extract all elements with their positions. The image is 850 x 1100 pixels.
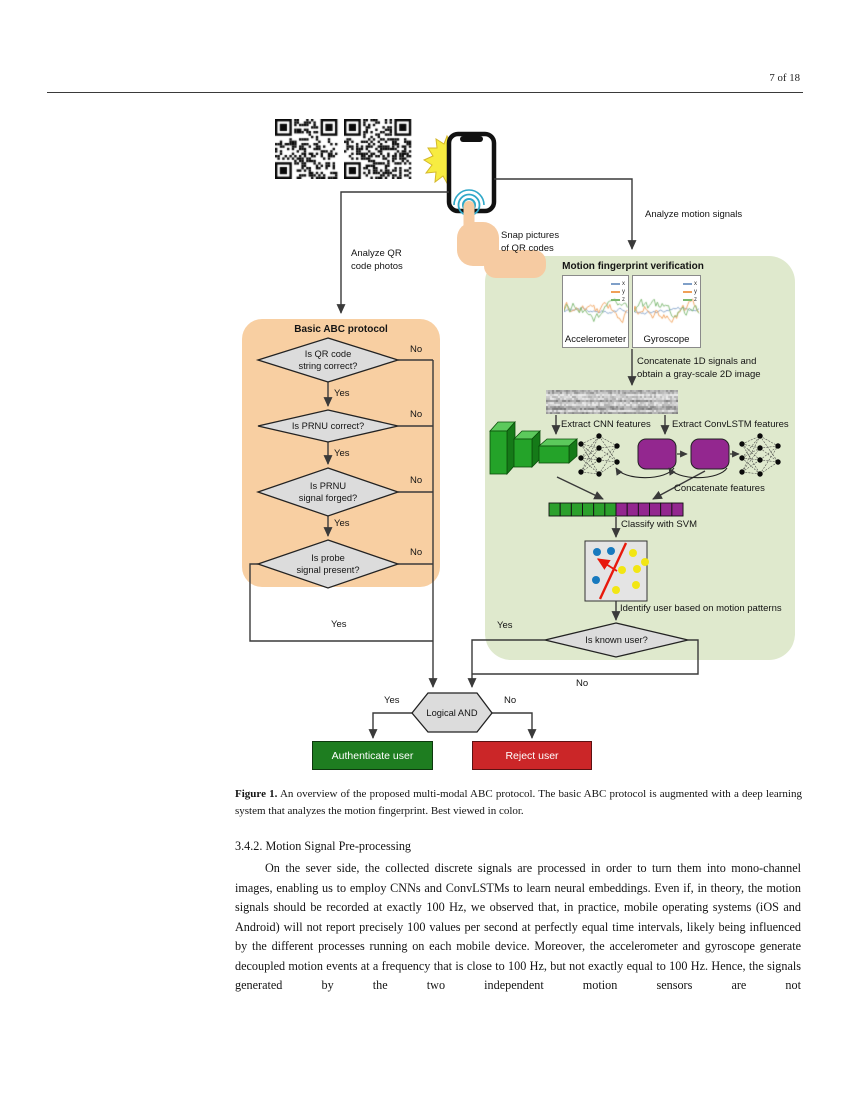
accelerometer-label: Accelerometer: [564, 334, 627, 345]
edge-label-extract-convlstm: Extract ConvLSTM features: [672, 419, 789, 430]
camera-flash-icon: [422, 134, 473, 187]
edge-label-analyze-qr: Analyze QR code photos: [351, 248, 403, 272]
smartphone-icon: [446, 131, 497, 214]
no-label: No: [504, 695, 517, 706]
legend-z-label: z: [622, 297, 625, 303]
legend-z-label: z: [694, 297, 697, 303]
legend-x-swatch: [611, 283, 620, 285]
basic-panel-title: Basic ABC protocol: [294, 324, 388, 335]
figure-caption-label: Figure 1.: [235, 788, 278, 800]
legend-y-label: y: [694, 289, 697, 295]
grayscale-signal-image: [546, 390, 678, 414]
yes-label: Yes: [497, 620, 513, 631]
gyroscope-label: Gyroscope: [643, 334, 690, 345]
diamond-prnu-forged: Is PRNU signal forged?: [298, 481, 358, 503]
diamond-known-user: Is known user?: [585, 635, 648, 645]
edge-label-classify-svm: Classify with SVM: [621, 519, 698, 530]
motion-panel-title: Motion fingerprint verification: [562, 261, 704, 272]
edge-label-concat-features: Concatenate features: [674, 483, 765, 494]
legend-x-label: x: [694, 281, 697, 287]
no-label: No: [410, 409, 423, 420]
reject-user-box: Reject user: [472, 741, 592, 770]
header-rule: [47, 92, 803, 94]
accelerometer-plot: x y z Accelerometer: [562, 275, 629, 348]
yes-label: Yes: [384, 695, 400, 706]
edge-label-extract-cnn: Extract CNN features: [561, 419, 651, 430]
edge-label-snap-pictures: Snap pictures of QR codes: [501, 230, 560, 254]
gyroscope-plot: x y z Gyroscope: [632, 275, 701, 348]
no-label: No: [410, 547, 423, 558]
legend-y-swatch: [611, 291, 620, 293]
no-label: No: [576, 678, 589, 689]
no-label: No: [410, 344, 423, 355]
figure-1-diagram: x y z Accelerometer x y z Gyroscope Anal…: [242, 119, 795, 770]
legend-y-label: y: [622, 289, 625, 295]
legend-x-label: x: [622, 281, 625, 287]
diamond-prnu-correct: Is PRNU correct?: [291, 421, 365, 431]
figure-caption-text: An overview of the proposed multi-modal …: [235, 788, 802, 817]
body-paragraph: On the sever side, the collected discret…: [235, 861, 801, 992]
logical-and-node: Logical AND: [426, 708, 478, 718]
no-label: No: [410, 475, 423, 486]
legend-y-swatch: [683, 291, 692, 293]
edge-label-identify-user: Identify user based on motion patterns: [620, 603, 782, 614]
accelerometer-signals: [564, 288, 628, 334]
section-heading: 3.4.2. Motion Signal Pre-processing: [235, 839, 412, 853]
yes-label: Yes: [334, 448, 350, 459]
legend-z-swatch: [683, 299, 692, 301]
qr-code-icon: [344, 119, 412, 179]
yes-label: Yes: [334, 388, 350, 399]
legend-x-swatch: [683, 283, 692, 285]
gyroscope-signals: [634, 288, 700, 334]
plot-legend: x y z: [611, 280, 625, 304]
diamond-probe-present: Is probe signal present?: [296, 553, 360, 575]
qr-code-icon: [275, 119, 339, 179]
legend-z-swatch: [611, 299, 620, 301]
page-number: 7 of 18: [769, 72, 800, 84]
edge-label-concat-1d: Concatenate 1D signals and obtain a gray…: [637, 356, 761, 380]
authenticate-user-box: Authenticate user: [312, 741, 433, 770]
diamond-qr-correct: Is QR code string correct?: [298, 349, 358, 371]
figure-caption: Figure 1. An overview of the proposed mu…: [235, 786, 802, 819]
plot-legend: x y z: [683, 280, 697, 304]
tap-ripple-icon: [453, 189, 485, 217]
yes-label: Yes: [334, 518, 350, 529]
yes-label: Yes: [331, 619, 347, 630]
edge-label-analyze-motion: Analyze motion signals: [645, 209, 743, 220]
